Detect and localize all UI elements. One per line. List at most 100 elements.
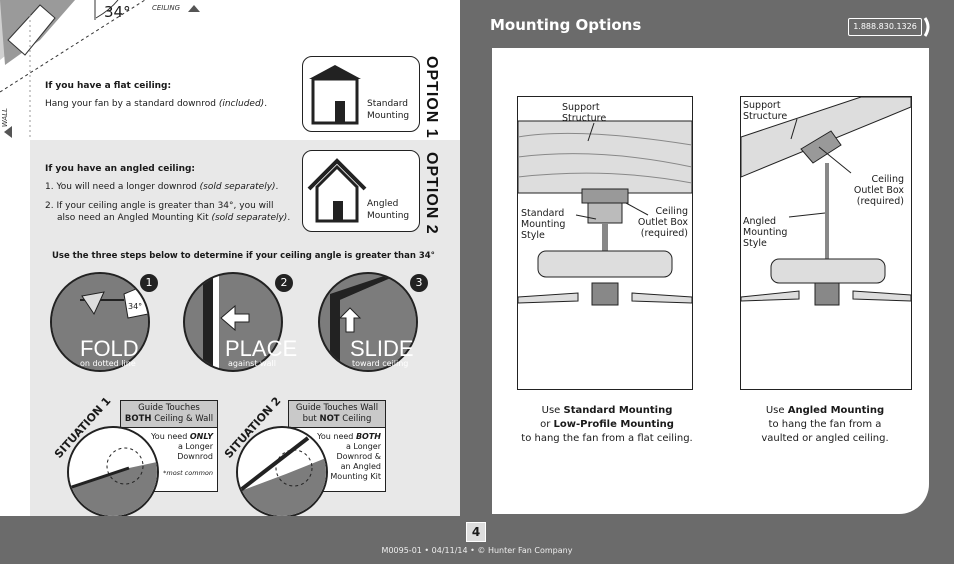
step1-badge: 1 <box>140 274 158 292</box>
fig2-outlet-label: Ceiling Outlet Box (required) <box>853 174 904 207</box>
situation1-box-b2: Ceiling & Wall <box>151 414 214 424</box>
step3-sub: toward ceiling <box>352 359 409 368</box>
option2-item2-line2: also need an Angled Mounting Kit (sold s… <box>57 212 307 224</box>
up-arrow-icon <box>338 307 362 333</box>
step-place <box>183 272 283 372</box>
situation1-need-a: You need <box>150 432 190 441</box>
option2-item1-c: . <box>275 182 279 192</box>
wall-arrow-icon <box>4 126 12 138</box>
situation2-box-a: Guide Touches Wall <box>295 403 379 413</box>
phone-icon <box>923 17 930 37</box>
fig1-cap-e: to hang the fan from a flat ceiling. <box>521 433 693 444</box>
option2-title: OPTION 2 <box>423 152 440 235</box>
standard-fan-illustration <box>518 120 692 306</box>
step1-angle: 34° <box>128 302 143 311</box>
fig1-outlet-label: Ceiling Outlet Box (required) <box>637 206 688 239</box>
ceiling-label: CEILING <box>152 4 180 12</box>
option2-item1-b: (sold separately) <box>199 182 276 192</box>
phone-number: 1.888.830.1326 <box>848 18 922 36</box>
steps-heading: Use the three steps below to determine i… <box>52 251 435 261</box>
situation2-illustration <box>238 428 326 516</box>
situation1-need: You need ONLY a Longer Downrod *most com… <box>121 428 217 478</box>
option1-text-b: (included) <box>218 99 265 109</box>
angled-fan-illustration <box>741 97 911 306</box>
angled-roof-house-icon <box>307 158 367 223</box>
fig1-support-label: Support Structure <box>562 102 607 124</box>
situation2-need-f: Mounting Kit <box>330 472 381 481</box>
fig1-style-label: Standard Mounting Style <box>521 208 566 241</box>
fig2-cap-b: Angled Mounting <box>787 405 885 416</box>
fold-dotted-line <box>0 0 146 93</box>
option1-title: OPTION 1 <box>423 56 440 139</box>
option2-item2-c: (sold separately) <box>211 213 288 223</box>
step3-word: SLIDE <box>350 336 414 361</box>
fig1-caption: Use Standard Mounting or Low-Profile Mou… <box>512 404 702 446</box>
option2-item2-b: also need an Angled Mounting Kit <box>57 213 212 223</box>
situation2-box-b3: Ceiling <box>339 414 372 424</box>
fig2-caption: Use Angled Mounting to hang the fan from… <box>730 404 920 446</box>
option2-item1-a: 1. You will need a longer downrod <box>45 182 200 192</box>
step3-badge: 3 <box>410 274 428 292</box>
situation2-need-d: Downrod & <box>336 452 381 461</box>
fig2-style-label: Angled Mounting Style <box>743 216 788 249</box>
situation2-need-c: a Longer <box>345 442 381 451</box>
fold-guide <box>0 0 200 140</box>
situation1-header: Guide Touches BOTH Ceiling & Wall <box>121 401 217 428</box>
option2-item1: 1. You will need a longer downrod (sold … <box>45 181 305 193</box>
fig1-cap-b: Standard Mounting <box>563 405 673 416</box>
ceiling-arrow-icon <box>188 5 200 12</box>
option2-item2-d: . <box>287 213 291 223</box>
place-illustration <box>203 274 250 370</box>
left-page: 34° CEILING WALL If you have a flat ceil… <box>0 0 460 518</box>
option1-text: Hang your fan by a standard downrod (inc… <box>45 98 267 110</box>
right-title: Mounting Options <box>490 16 642 34</box>
situation1-need-b: ONLY <box>189 432 213 441</box>
situation1-circle <box>67 426 159 518</box>
situation2-circle <box>236 426 328 518</box>
step2-sub: against wall <box>228 359 276 368</box>
standard-house-label: Standard Mounting <box>367 99 410 121</box>
fig1-cap-a: Use <box>541 405 564 416</box>
page-number: 4 <box>466 522 486 542</box>
option2-heading: If you have an angled ceiling: <box>45 164 196 174</box>
situation1-illustration <box>69 428 157 516</box>
fig1-cap-c: or <box>540 419 554 430</box>
option2-item2-line1: 2. If your ceiling angle is greater than… <box>45 201 274 211</box>
fold-illustration <box>52 274 148 370</box>
situation2-need: You need BOTH a Longer Downrod & an Angl… <box>289 428 385 482</box>
fig2-cap-a: Use <box>765 405 788 416</box>
step-slide <box>318 272 418 372</box>
situation2-box-b2: NOT <box>319 414 340 424</box>
situation1-need-d: Downrod <box>177 452 213 461</box>
fold-angle: 34° <box>104 3 131 21</box>
step1-word: FOLD <box>80 336 139 361</box>
angled-house-label: Angled Mounting <box>367 199 410 221</box>
angled-mounting-figure <box>740 96 912 390</box>
fig2-support-label: Support Structure <box>743 100 788 122</box>
step2-word: PLACE <box>225 336 298 361</box>
standard-mounting-figure <box>517 96 693 390</box>
situation2-box-b1: but <box>302 414 320 424</box>
situation1-box-b1: BOTH <box>124 414 152 424</box>
footer-code: M0095-01 • 04/11/14 • © Hunter Fan Compa… <box>381 546 573 555</box>
fig2-cap-d: vaulted or angled ceiling. <box>761 433 889 444</box>
situation2-need-e: an Angled <box>340 462 381 471</box>
situation1-note: *most common <box>163 469 213 477</box>
situation1-box-a: Guide Touches <box>138 403 200 413</box>
standard-house-box <box>302 56 420 132</box>
left-arrow-icon <box>220 304 250 332</box>
situation2-need-a: You need <box>317 432 356 441</box>
angled-house-box <box>302 150 420 232</box>
fig2-cap-c: to hang the fan from a <box>768 419 882 430</box>
fig1-cap-d: Low-Profile Mounting <box>553 419 674 430</box>
fold-angle-arc <box>95 0 119 19</box>
situation2-need-b: BOTH <box>355 432 381 441</box>
step2-badge: 2 <box>275 274 293 292</box>
option1-heading: If you have a flat ceiling: <box>45 81 172 91</box>
step-fold <box>50 272 150 372</box>
situation1-need-c: a Longer <box>177 442 213 451</box>
step1-sub: on dotted line <box>80 359 136 368</box>
option1-text-c: . <box>264 99 268 109</box>
option1-text-a: Hang your fan by a standard downrod <box>45 99 219 109</box>
fold-paper <box>7 4 56 56</box>
